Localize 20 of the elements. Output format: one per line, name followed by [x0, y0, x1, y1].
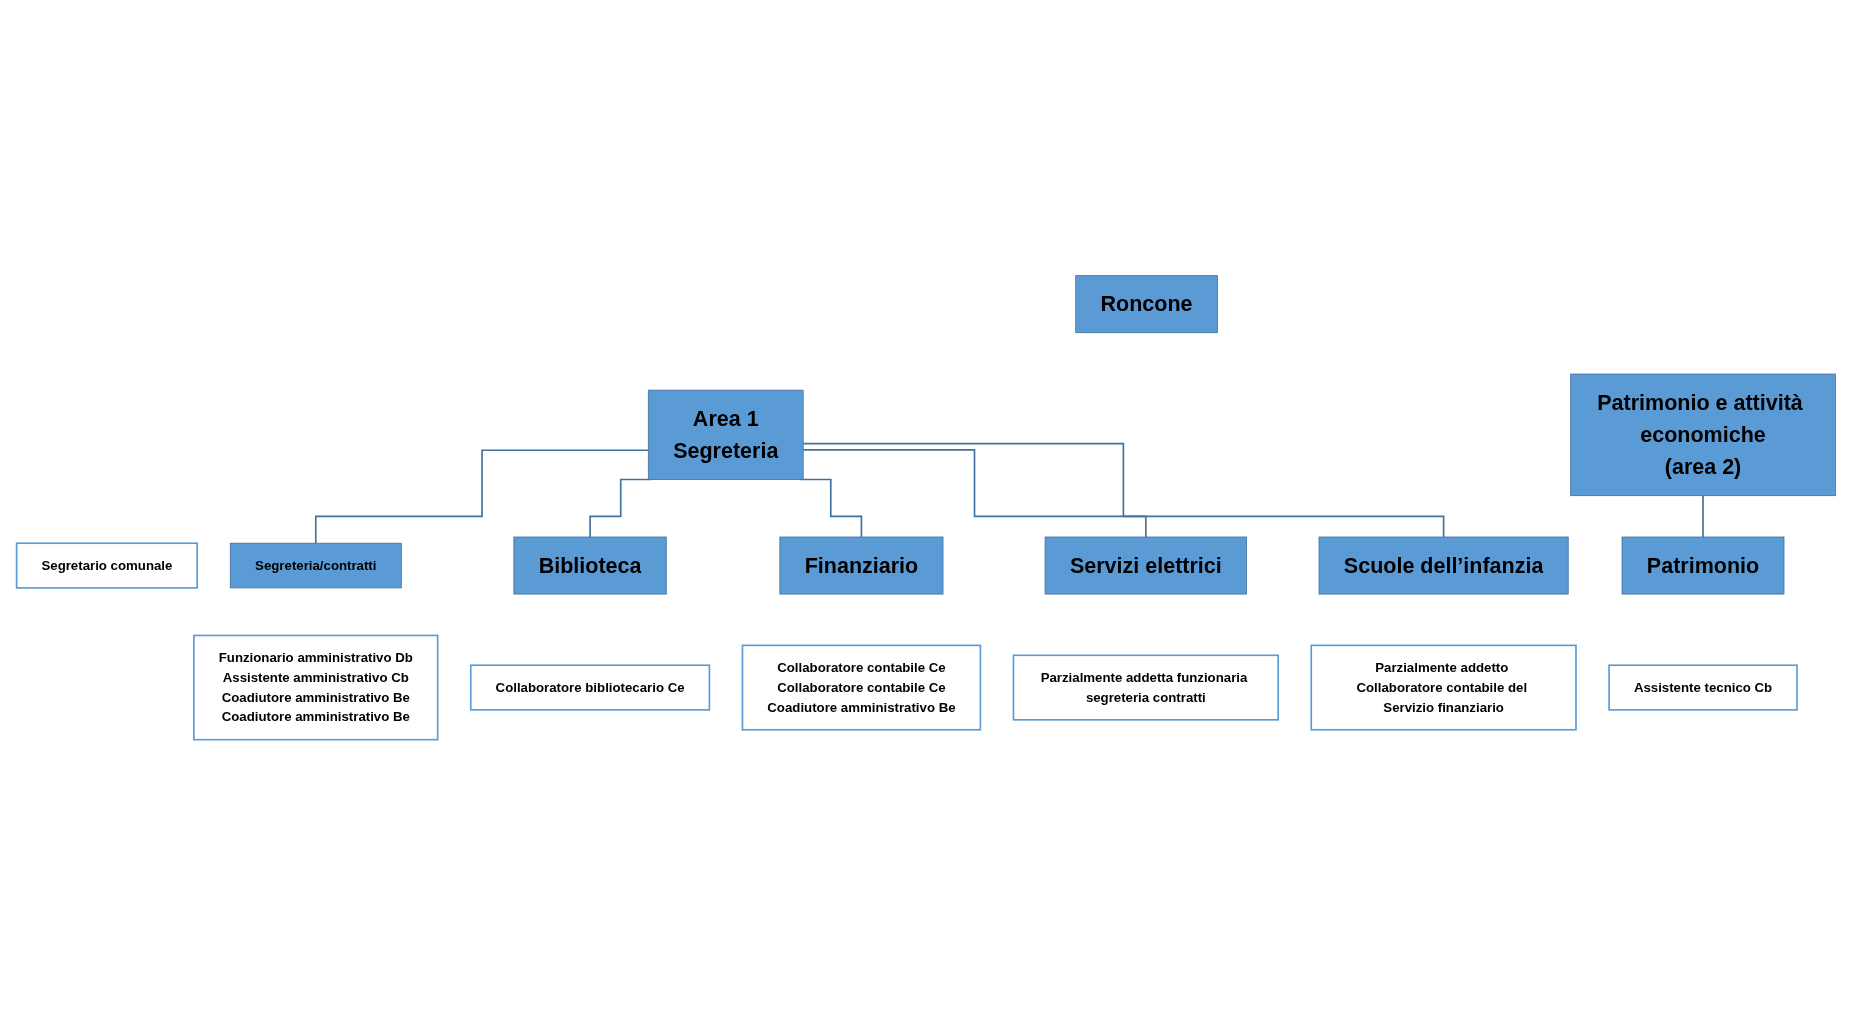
node-box: Funzionario amministrativo Db Assistente amministrativo Cb Coadiutore amministrativo Be Coadiutore amministrativo Be	[193, 634, 439, 741]
node-box: Finanziario	[779, 536, 944, 595]
node-box: Roncone	[1075, 275, 1218, 334]
node-box: Segreteria/contratti	[229, 543, 402, 589]
node-box: Parzialmente addetta funzionaria segreteria contratti	[1012, 654, 1279, 721]
node-box: Patrimonio e attività economiche (area 2)	[1570, 374, 1836, 497]
connector	[1702, 495, 1704, 539]
node-box: Collaboratore bibliotecario Ce	[469, 664, 711, 712]
node-box: Scuole dell’infanzia	[1318, 536, 1569, 595]
node-box: Biblioteca	[513, 536, 667, 595]
connector	[802, 443, 1445, 539]
node-box: Patrimonio	[1621, 536, 1785, 595]
node-box: Assistente tecnico Cb	[1608, 664, 1798, 712]
connector	[802, 449, 1147, 539]
connector	[314, 449, 650, 545]
node-box: Area 1 Segreteria	[647, 390, 804, 481]
node-box: Parzialmente addetto Collaboratore contabile del Servizio finanziario	[1310, 644, 1577, 731]
node-box: Collaboratore contabile Ce Collaboratore contabile Ce Coadiutore amministrativo Be	[741, 644, 982, 731]
node-box: Servizi elettrici	[1044, 536, 1247, 595]
node-box: Segretario comunale	[15, 542, 198, 590]
